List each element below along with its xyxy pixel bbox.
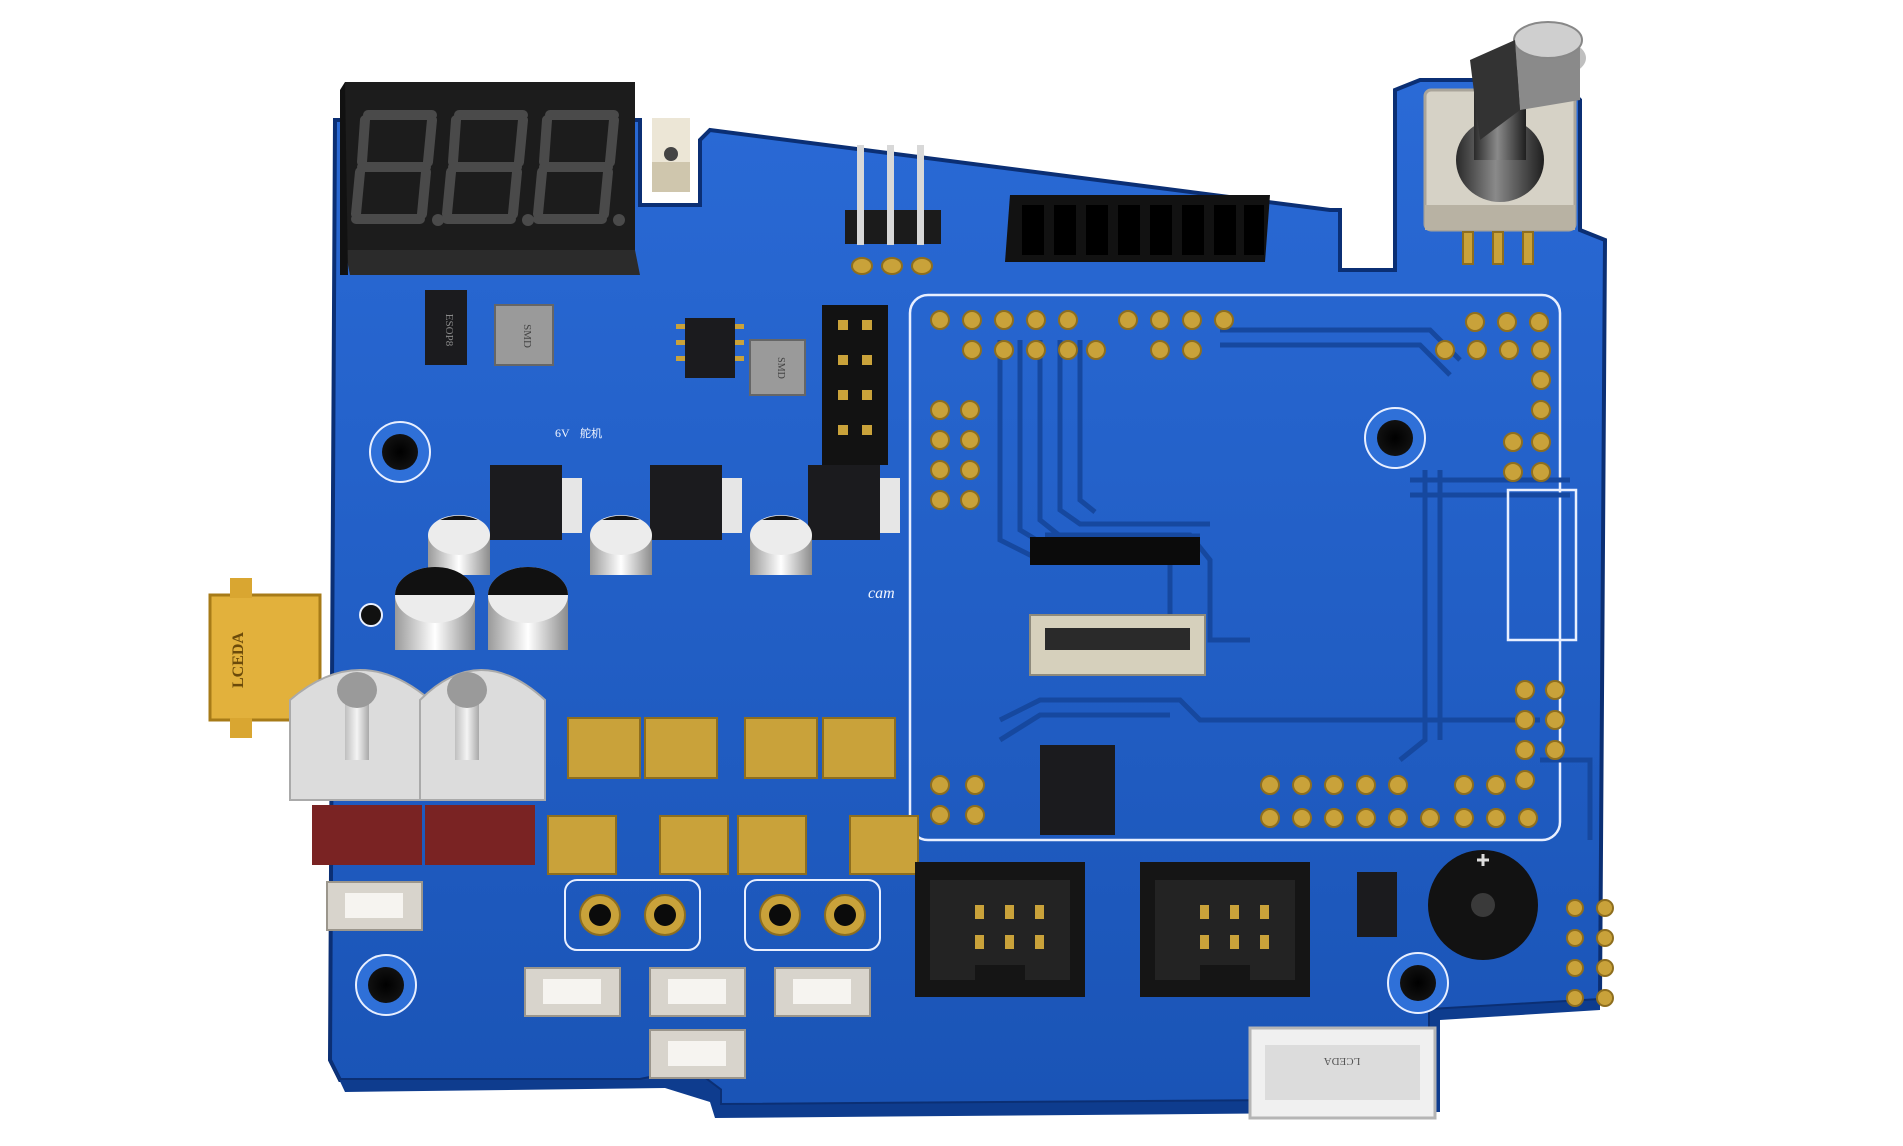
cam-label: cam [868,585,895,602]
box-header-right [1140,862,1310,997]
toggle-switch-left[interactable] [289,669,431,865]
inductor-2: SMD [749,339,806,396]
via-hole [359,603,383,627]
ic-b-label: SMD [521,324,533,348]
toggle-switch-icon[interactable] [337,672,377,760]
diode [1357,872,1397,937]
pin-header-2x4 [822,305,888,465]
through-hole-pads [930,310,1614,1007]
ic-a-label: ESOP8 [443,314,455,347]
tactile-button-icon[interactable] [649,1029,746,1079]
mount-holes [355,407,1449,1016]
daughterboard-outline [908,293,1562,842]
screw-terminals [564,879,881,951]
mount-hole-icon [1364,407,1426,469]
tactile-button-icon[interactable] [326,881,423,931]
box-header-left [915,862,1085,997]
led-component [652,118,690,192]
fpc-connector [1029,537,1206,676]
ic-tssop [1040,745,1115,835]
mosfet-pads [547,717,919,875]
capacitors [395,515,812,650]
potentiometer[interactable] [1423,21,1586,265]
ic-soic [676,318,744,378]
mount-hole-icon [1387,952,1449,1014]
tactile-button-icon[interactable] [649,967,746,1017]
conn-label: LCEDA [1324,1055,1361,1067]
tactile-button-icon[interactable] [774,967,871,1017]
voltage-label: 6V [555,426,570,440]
silk-rect-right [1506,488,1578,642]
knob-icon[interactable] [1456,21,1586,202]
tactile-button-icon[interactable] [524,967,621,1017]
jst-connector: LCEDA [1248,1026,1437,1120]
toggle-switch-icon[interactable] [447,672,487,760]
mount-hole-icon [369,421,431,483]
mount-hole-icon [355,954,417,1016]
toggle-switch-right[interactable] [419,669,546,865]
buzzer-icon [1471,854,1495,917]
tactile-buttons[interactable] [326,881,871,1079]
lceda-block-label: LCEDA [230,632,247,688]
female-header-8 [1005,195,1270,262]
buzzer [1428,850,1538,960]
power-ic-row [490,465,900,540]
inductor-1: SMD [494,304,554,366]
servo-label: 舵机 [580,426,602,440]
seven-segment-display: 8. 8. 8. [340,82,640,275]
pcb-edge [330,1000,1600,1118]
ic-c-label: SMD [775,357,786,379]
ic-esop8: ESOP8 [425,290,467,365]
pin-header-3 [845,145,941,275]
